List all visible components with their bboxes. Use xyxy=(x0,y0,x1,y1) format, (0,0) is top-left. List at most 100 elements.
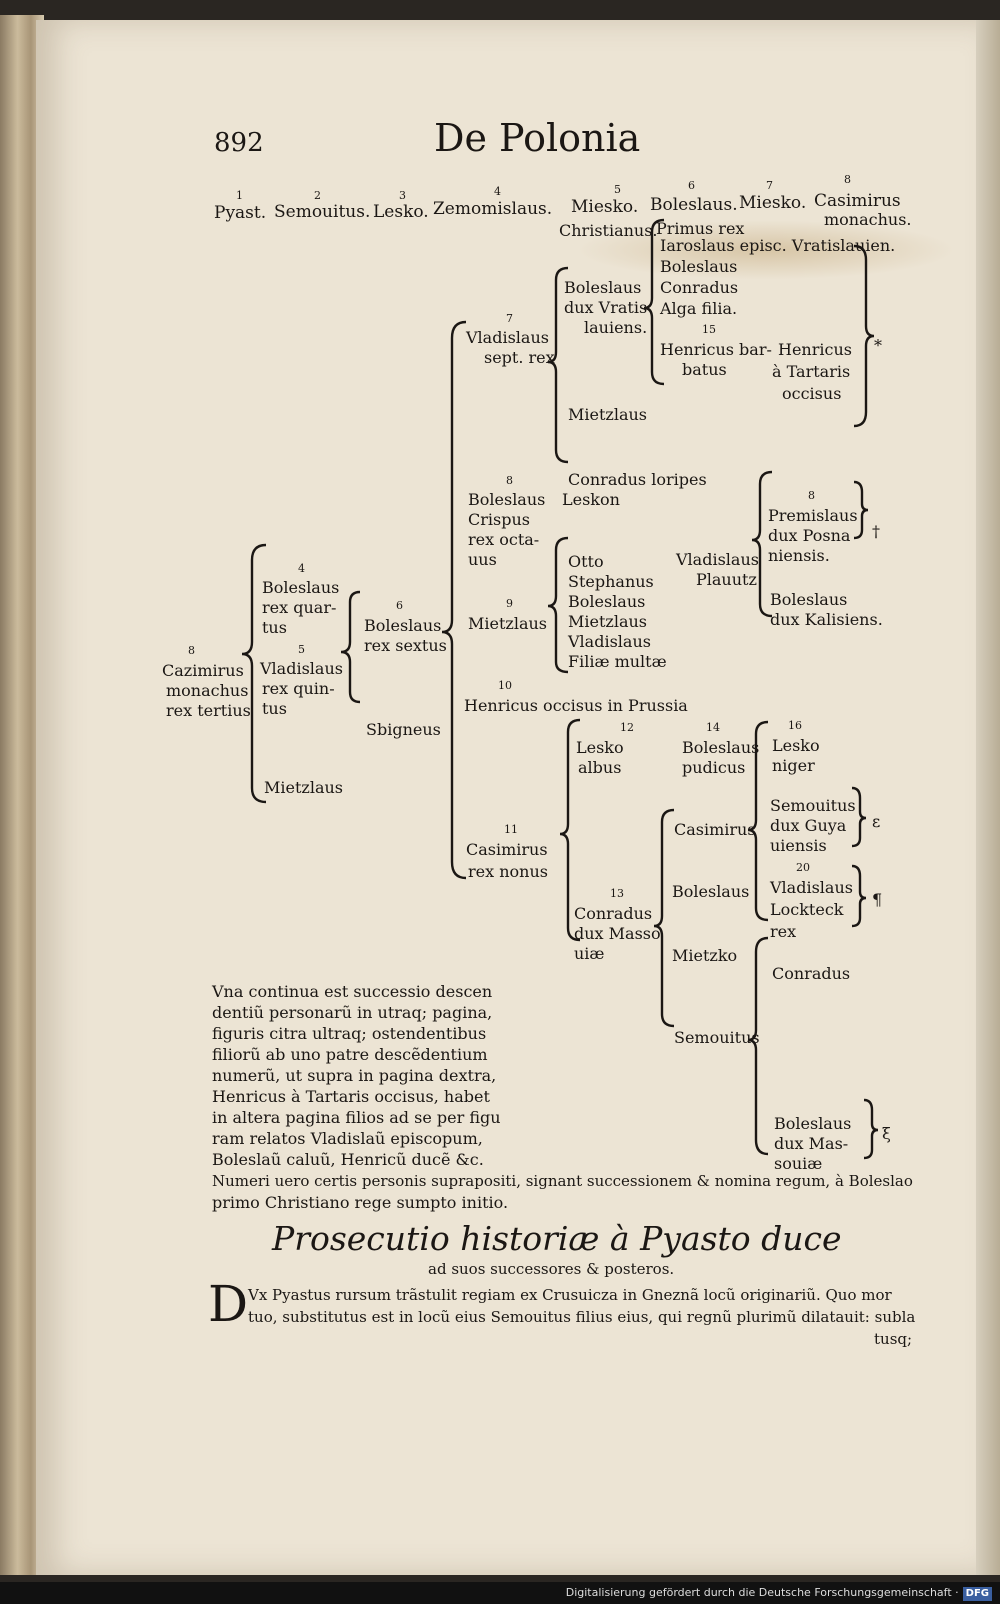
gen-number: 12 xyxy=(620,721,634,734)
note-line: Vna continua est successio descen xyxy=(212,982,493,1001)
gen-name: albus xyxy=(578,758,622,777)
gen-name: Boleslaus xyxy=(468,490,546,509)
note-line: filiorũ ab uno patre descẽdentium xyxy=(212,1045,488,1064)
gen-name: Crispus xyxy=(468,510,530,529)
gen-number: 4 xyxy=(298,562,305,575)
brace-mietzko xyxy=(747,936,769,1156)
top-row-number: 5 xyxy=(614,183,621,196)
gen-number: 8 xyxy=(188,644,195,657)
gen-name: Conradus xyxy=(574,904,653,923)
gen-name: Lockteck xyxy=(770,900,844,919)
gen-name: Boleslaus xyxy=(774,1114,852,1133)
gen-number: 13 xyxy=(610,887,624,900)
gen-name: Lesko xyxy=(576,738,624,757)
top-row-name: Lesko. xyxy=(373,202,429,222)
gen-name: dux Guya xyxy=(770,816,847,835)
ref-mark: * xyxy=(874,336,882,355)
gen-name: Leskon xyxy=(562,490,620,509)
gen-name: Boleslaus xyxy=(672,882,750,901)
gen-name: Mietzlaus xyxy=(568,612,647,631)
gen-name: rex quin- xyxy=(262,679,335,698)
gen-name: tus xyxy=(262,699,287,718)
gen-name: dux Masso xyxy=(574,924,661,943)
gen-name: Semouitus xyxy=(770,796,856,815)
note-full-line: Numeri uero certis personis suprapositi,… xyxy=(212,1172,913,1190)
top-row-number: 7 xyxy=(766,179,773,192)
gen-name: Boleslaus xyxy=(364,616,442,635)
gen-name: dux Mas- xyxy=(774,1134,849,1153)
gen-name: Alga filia. xyxy=(660,299,738,318)
top-row-name: Zemomislaus. xyxy=(433,199,553,219)
note-line: ram relatos Vladislaũ episcopum, xyxy=(212,1129,483,1148)
gen-number: 15 xyxy=(702,323,716,336)
gen-number: 5 xyxy=(298,643,305,656)
gen-name: Vladislaus xyxy=(676,550,759,569)
brace-semouitus-small xyxy=(851,786,867,848)
gen-name: Boleslaus xyxy=(660,257,738,276)
gen-name: Mietzlaus xyxy=(468,614,547,633)
top-row-name: Semouitus. xyxy=(274,202,371,222)
gen-name: rex xyxy=(770,922,797,941)
gen-name: Lesko xyxy=(772,736,820,755)
gen-name: Plauutz xyxy=(696,570,757,589)
brace-vladislaus-20-small xyxy=(851,864,867,928)
ref-mark: ε xyxy=(872,812,881,831)
book-page: 892 De Polonia 1 2 3 4 5 6 7 8 Pyast. Se… xyxy=(36,20,976,1575)
gen-number: 11 xyxy=(504,823,518,836)
top-row-name: Miesko. xyxy=(739,193,807,213)
gen-number: 9 xyxy=(506,597,513,610)
gen-name: rex tertius xyxy=(166,701,251,720)
gen-name: tus xyxy=(262,618,287,637)
top-row-name: Pyast. xyxy=(214,203,267,223)
top-row-number: 3 xyxy=(399,189,406,202)
brace-casimir-root xyxy=(241,543,267,804)
gen-number: 20 xyxy=(796,861,810,874)
gen-name: rex quar- xyxy=(262,598,337,617)
page-title: De Polonia xyxy=(434,116,641,160)
genealogy-braces xyxy=(241,218,879,1160)
gen-name: uiensis xyxy=(770,836,827,855)
gen-name: rex octa- xyxy=(468,530,540,549)
gen-name: lauiens. xyxy=(584,318,648,337)
brace-plauutz xyxy=(751,470,773,618)
gen-name: rex sextus xyxy=(364,636,447,655)
top-row-name: Miesko. xyxy=(571,197,639,217)
gen-name: Boleslaus xyxy=(770,590,848,609)
gen-number: 10 xyxy=(498,679,512,692)
drop-cap: D xyxy=(208,1275,249,1333)
gen-name: à Tartaris xyxy=(772,362,851,381)
brace-mietzlaus-9 xyxy=(547,536,569,674)
footer-text: Digitalisierung gefördert durch die Deut… xyxy=(565,1586,959,1599)
gen-name: souiæ xyxy=(774,1154,823,1173)
gen-name: Mietzko xyxy=(672,946,738,965)
facing-page-edge xyxy=(976,20,1000,1575)
gen-number: 8 xyxy=(808,489,815,502)
gen-number: 14 xyxy=(706,721,720,734)
gen-number: 7 xyxy=(506,312,513,325)
gen-name: Semouitus xyxy=(674,1028,760,1047)
gen-name: sept. rex xyxy=(484,348,555,367)
top-row-sub: Christianus. xyxy=(559,221,658,240)
catchword: tusq; xyxy=(874,1330,913,1348)
brace-casimirus-11 xyxy=(559,718,581,942)
gen-name: Casimirus xyxy=(674,820,756,839)
gen-name: Conradus xyxy=(660,278,739,297)
gen-name: dux Vratis xyxy=(564,298,648,317)
note-line: in altera pagina filios ad se per figu xyxy=(212,1108,501,1127)
brace-boleslaus-vrat xyxy=(643,218,665,386)
gen-name: occisus xyxy=(782,384,842,403)
gen-name: monachus xyxy=(166,681,249,700)
brace-vladislaus-7 xyxy=(547,266,569,464)
top-row-name: Casimirus xyxy=(814,191,901,211)
section-title: Prosecutio historiæ à Pyasto duce xyxy=(272,1219,842,1258)
gen-name: uiæ xyxy=(574,944,605,963)
gen-name: rex nonus xyxy=(468,862,548,881)
gen-name: dux Kalisiens. xyxy=(770,610,883,629)
note-line: figuris citra ultraq; ostendentibus xyxy=(212,1024,487,1043)
brace-boleslaus-6 xyxy=(441,320,467,880)
gen-name: Sbigneus xyxy=(366,720,441,739)
digitization-footer: Digitalisierung gefördert durch die Deut… xyxy=(0,1582,1000,1604)
gen-name: Boleslaus xyxy=(564,278,642,297)
gen-number: 6 xyxy=(396,599,403,612)
gen-name: dux Posna xyxy=(768,526,851,545)
